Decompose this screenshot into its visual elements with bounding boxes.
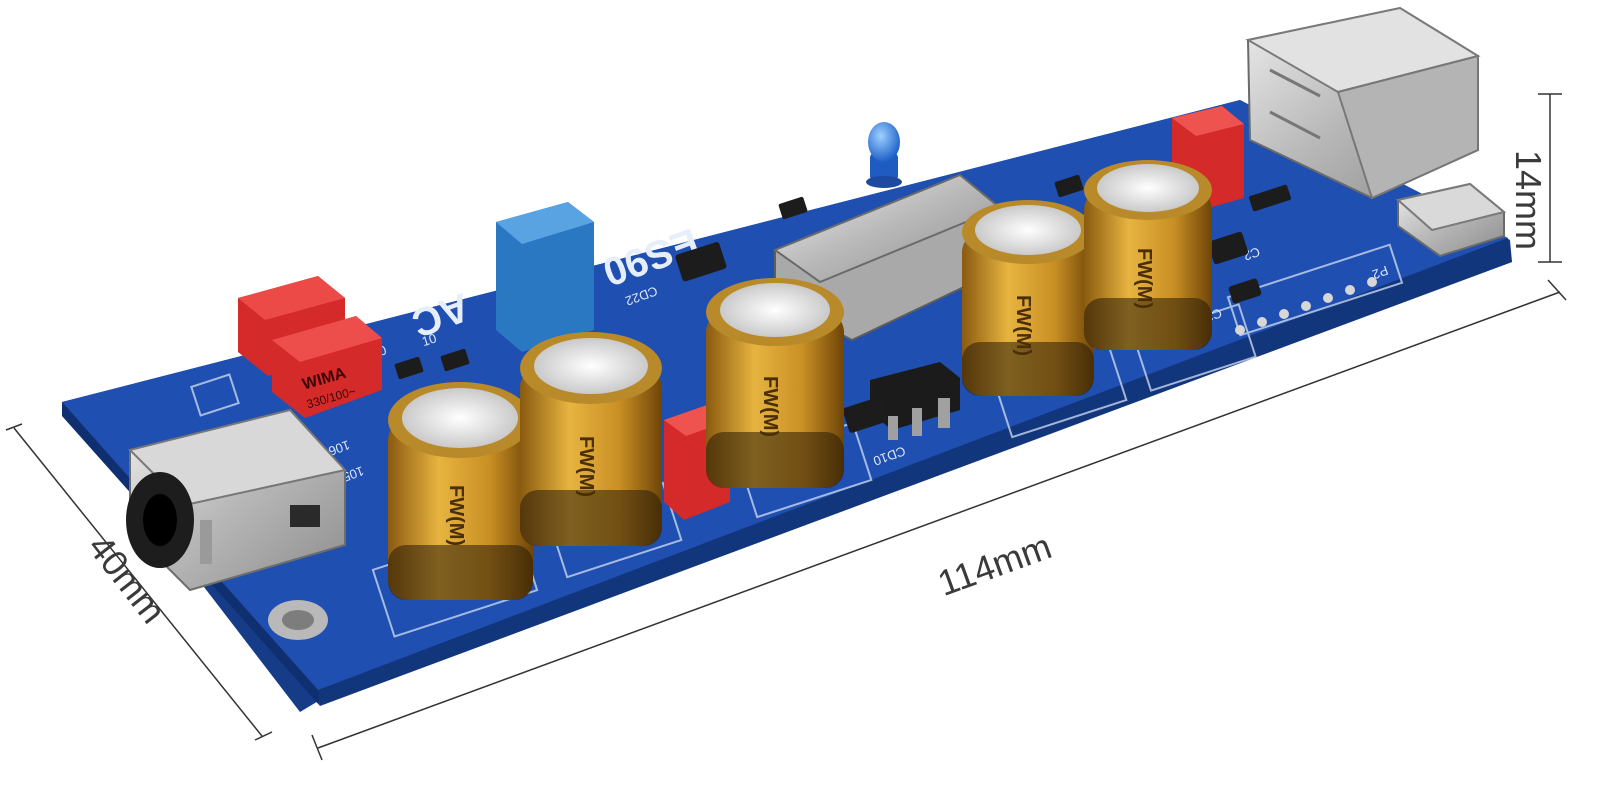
- dimension-height: [1538, 93, 1562, 263]
- silk-105: 105: [340, 463, 366, 485]
- smd-components: [394, 174, 1291, 433]
- silk-p2: P2: [1370, 263, 1390, 283]
- headphone-jack: [126, 408, 347, 592]
- capacitor-1-marking: FW(M): [445, 485, 467, 546]
- capacitor-2-marking: FW(M): [575, 436, 597, 497]
- blue-led: [866, 122, 902, 188]
- mounting-hole: [268, 600, 328, 640]
- electrolytic-capacitor-5: FW(M): [1084, 160, 1212, 350]
- capacitor-3-marking: FW(M): [759, 376, 781, 437]
- capacitor-5-marking: FW(M): [1133, 248, 1155, 309]
- micro-usb-connector: [1395, 182, 1507, 258]
- dimension-width: [311, 279, 1567, 761]
- electrolytic-capacitor-2: FW(M): [520, 332, 662, 546]
- width-label: 114mm: [932, 525, 1056, 604]
- usb-b-connector: [1245, 6, 1481, 200]
- silk-10b: 10: [420, 330, 438, 349]
- electrolytic-capacitor-1: FW(M): [388, 382, 533, 600]
- blue-capacitor: [496, 202, 594, 352]
- electrolytic-capacitor-3: FW(M): [706, 278, 844, 488]
- silk-106: 106: [326, 437, 352, 459]
- voltage-regulator: [870, 362, 960, 440]
- electrolytic-capacitor-4: FW(M): [962, 200, 1094, 396]
- dimension-depth: [5, 423, 273, 741]
- wima-capacitor-front: WIMA 330/100~: [272, 316, 382, 418]
- height-label: 14mm: [1508, 150, 1549, 250]
- header-pads: [1235, 277, 1377, 335]
- capacitor-4-marking: FW(M): [1012, 295, 1034, 356]
